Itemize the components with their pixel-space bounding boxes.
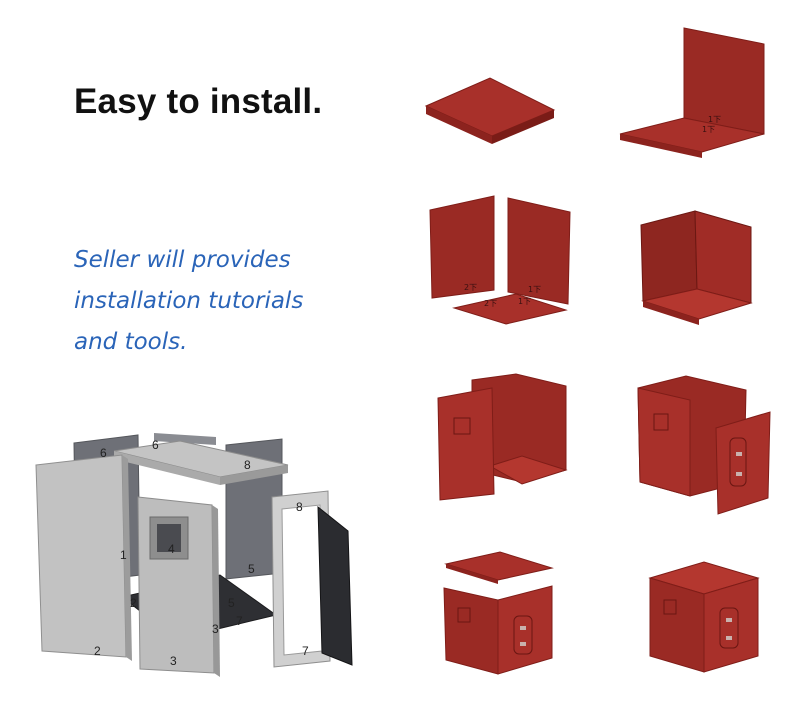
left-side-panel [35,454,127,658]
door-frame-opening [281,504,323,656]
step-5-front-panel [437,373,568,501]
part-label: 3 [212,622,219,636]
panel-marking: 1下 [708,115,721,124]
panel-marking: 1下 [518,297,531,306]
part-label: 8 [296,500,303,514]
step-6-door [637,375,771,515]
step-8-complete [648,561,760,673]
left-side-panel-edge [122,455,132,661]
tutorial-note-line: installation tutorials [74,288,304,314]
step-3-side-walls: 2下 1下 2下 1下 [429,195,571,325]
part-label: 6 [100,446,107,460]
part-label: 1 [120,548,127,562]
step-7-lid [443,551,554,675]
part-label: 5 [248,562,255,576]
door-panel [317,505,353,666]
part-label: 3 [170,654,177,668]
tutorial-note: Seller will provides installation tutori… [74,240,364,363]
part-label: 2 [94,644,101,658]
exploded-assembly-diagram: 6 6 8 8 1 4 5 2 5 3 7 2 3 7 [35,433,353,677]
panel-marking: 2下 [484,299,497,308]
part-label: 4 [168,542,175,556]
panel-marking: 1下 [702,125,715,134]
front-panel-edge [212,505,220,677]
panel-marking: 2下 [464,283,477,292]
part-label: 8 [244,458,251,472]
part-label: 7 [236,614,243,628]
part-label: 6 [152,438,159,452]
top-panel-edge [114,451,220,485]
front-panel-window-glass [157,524,181,552]
step-2-back-wall: 1下 1下 [619,27,765,158]
panel-marking: 1下 [528,285,541,294]
part-label: 7 [302,644,309,658]
part-label: 5 [228,596,235,610]
top-panel-edge [220,465,288,485]
headline: Easy to install. [74,82,323,121]
tutorial-note-line: Seller will provides [74,247,291,273]
part-label: 2 [130,596,137,610]
step-1-floor [424,77,556,144]
top-back-edge [154,433,216,445]
step-4-corner [640,210,753,325]
tutorial-note-line: and tools. [74,329,188,355]
